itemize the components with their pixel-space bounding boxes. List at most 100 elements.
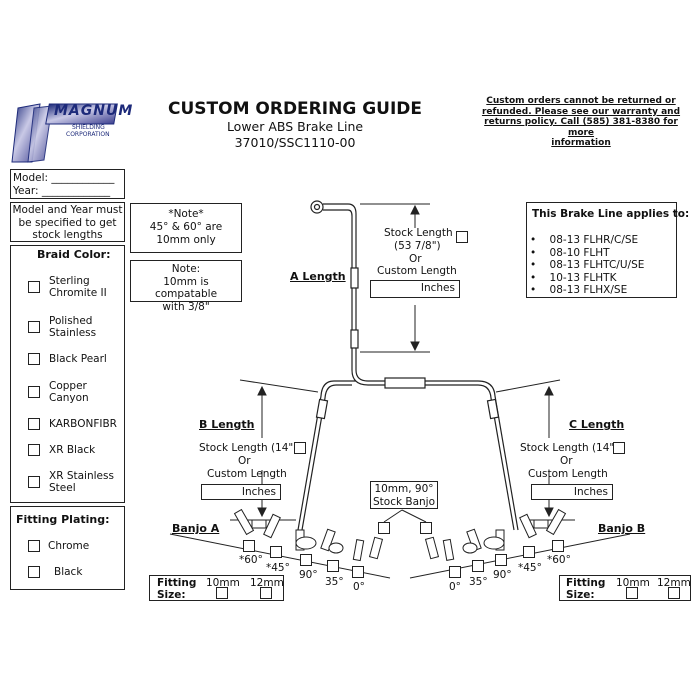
logo-sub2: CORPORATION	[66, 131, 110, 138]
banjo-b-0-label: 0°	[449, 581, 461, 593]
banjo-b-45-label: *45°	[518, 562, 542, 574]
banjo-a-label: Banjo A	[172, 522, 220, 535]
stock-banjo-b-checkbox[interactable]	[420, 522, 432, 534]
banjo-b-0-checkbox[interactable]	[449, 566, 461, 578]
a-custom-length-label: Custom Length	[377, 265, 457, 277]
logo-graphic	[11, 103, 118, 163]
b-stock-length-label: Stock Length (14")	[199, 442, 298, 454]
banjo-a-60-label: *60°	[239, 554, 263, 566]
model-year-note: Model and Year must be specified to get …	[10, 202, 125, 242]
b-length-label: B Length	[199, 418, 255, 431]
part-number: 37010/SSC1110-00	[234, 135, 356, 150]
banjo-b-35-label: 35°	[469, 576, 488, 588]
fitting-b-12mm-label: 12mm	[657, 577, 691, 589]
stock-banjo-label: 10mm, 90°Stock Banjo	[370, 481, 438, 509]
b-custom-length-input[interactable]: Inches	[201, 484, 281, 500]
fitting-b-10mm-label: 10mm	[616, 577, 650, 589]
c-custom-length-input[interactable]: Inches	[531, 484, 613, 500]
logo-text: MAGNUM	[54, 103, 134, 119]
banjo-b-60-checkbox[interactable]	[552, 540, 564, 552]
a-or-label: Or	[409, 253, 422, 265]
c-stock-checkbox[interactable]	[613, 442, 625, 454]
notice-line-2: refunded. Please see our warranty and	[481, 106, 681, 117]
a-stock-value: (53 7/8")	[394, 240, 441, 252]
braid-checkbox-copper[interactable]	[28, 386, 40, 398]
c-stock-length-label: Stock Length (14")	[520, 442, 619, 454]
plating-checkbox-chrome[interactable]	[28, 540, 40, 552]
a-length-label: A Length	[290, 270, 346, 283]
plating-title: Fitting Plating:	[16, 513, 110, 526]
fitting-a-10mm-label: 10mm	[206, 577, 240, 589]
stock-banjo-a-checkbox[interactable]	[378, 522, 390, 534]
applies-box: This Brake Line applies to: • 08-13 FLHR…	[526, 202, 689, 298]
a-stock-checkbox[interactable]	[456, 231, 468, 243]
b-stock-checkbox[interactable]	[294, 442, 306, 454]
braid-checkbox-xr-black[interactable]	[28, 444, 40, 456]
applies-item: • 08-13 FLHR/C/SE • 08-10 FLHT • 08-13 F…	[530, 234, 645, 296]
c-length-label: C Length	[569, 418, 625, 431]
plating-checkbox-black[interactable]	[28, 566, 40, 578]
banjo-b-45-checkbox[interactable]	[523, 546, 535, 558]
banjo-a-60-checkbox[interactable]	[243, 540, 255, 552]
banjo-a-90-checkbox[interactable]	[300, 554, 312, 566]
braid-title: Braid Color:	[37, 248, 111, 261]
braid-option-black-pearl: Black Pearl	[49, 353, 107, 365]
banjo-b-60-label: *60°	[547, 554, 571, 566]
logo-sub1: SHIELDING	[72, 124, 105, 131]
notice-line-4: information	[551, 138, 611, 148]
notice-line-1: Custom orders cannot be returned or	[486, 96, 676, 106]
notice-line-3: returns policy. Call (585) 381-8380 for …	[484, 117, 678, 138]
braid-checkbox-black-pearl[interactable]	[28, 353, 40, 365]
applies-title: This Brake Line applies to:	[532, 208, 690, 220]
a-custom-length-input[interactable]: Inches	[370, 280, 460, 298]
page-subtitle: Lower ABS Brake Line	[226, 119, 364, 134]
return-notice: Custom orders cannot be returned or refu…	[476, 96, 686, 149]
fitting-a-10mm-checkbox[interactable]	[216, 587, 228, 599]
braid-option-karbonfibr: KARBONFIBR	[49, 418, 117, 430]
banjo-a-45-checkbox[interactable]	[270, 546, 282, 558]
braid-option-xr-black: XR Black	[49, 444, 96, 456]
banjo-a-35-label: 35°	[325, 576, 344, 588]
model-year-box: Model: ____________ Year: _____________	[10, 169, 125, 199]
banjo-a-0-label: 0°	[353, 581, 365, 593]
braid-checkbox-sterling[interactable]	[28, 281, 40, 293]
fitting-plating-box: Fitting Plating: Chrome Black	[10, 506, 125, 590]
banjo-b-90-label: 90°	[493, 569, 512, 581]
banjo-a-0-checkbox[interactable]	[352, 566, 364, 578]
b-custom-length-label: Custom Length	[207, 468, 287, 480]
banjo-a-45-label: *45°	[266, 562, 290, 574]
banjo-a-90-label: 90°	[299, 569, 318, 581]
braid-checkbox-xr-stainless[interactable]	[28, 476, 40, 488]
year-field[interactable]: Year: _____________	[13, 185, 111, 197]
page-title: CUSTOM ORDERING GUIDE	[168, 99, 422, 119]
fitting-b-10mm-checkbox[interactable]	[626, 587, 638, 599]
fitting-a-12mm-checkbox[interactable]	[260, 587, 272, 599]
fitting-b-12mm-checkbox[interactable]	[668, 587, 680, 599]
fitting-a-12mm-label: 12mm	[250, 577, 284, 589]
banjo-b-90-checkbox[interactable]	[495, 554, 507, 566]
c-or-label: Or	[560, 455, 573, 467]
banjo-b-35-checkbox[interactable]	[472, 560, 484, 572]
banjo-a-35-checkbox[interactable]	[327, 560, 339, 572]
c-custom-length-label: Custom Length	[528, 468, 608, 480]
model-field[interactable]: Model: ____________	[13, 172, 115, 184]
a-stock-length-label: Stock Length	[384, 227, 453, 239]
plating-option-chrome: Chrome	[48, 540, 90, 552]
braid-checkbox-karbonfibr[interactable]	[28, 418, 40, 430]
braid-checkbox-polished[interactable]	[28, 321, 40, 333]
b-or-label: Or	[238, 455, 251, 467]
logo: MAGNUM SHIELDING CORPORATION	[10, 100, 132, 166]
plating-option-black: Black	[54, 566, 83, 578]
